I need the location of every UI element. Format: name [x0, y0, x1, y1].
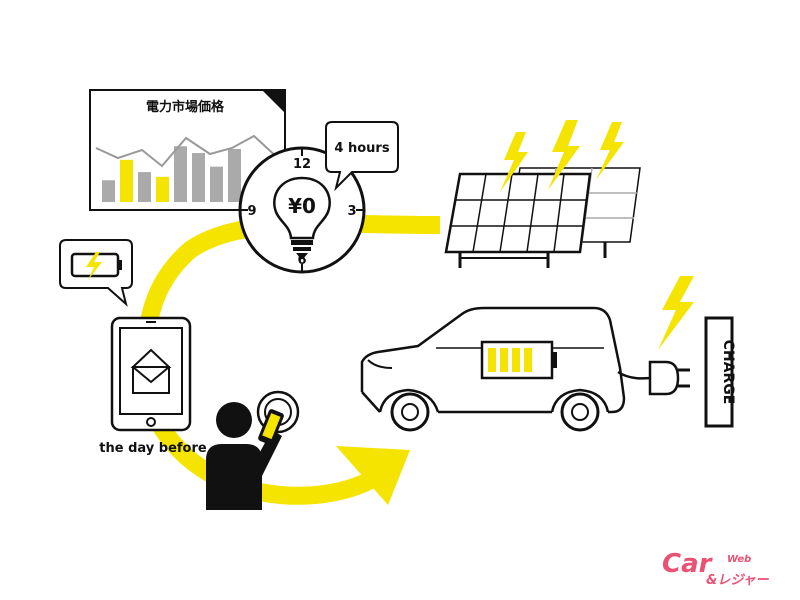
watermark-tag: Web — [727, 554, 751, 565]
car-battery-icon — [480, 340, 557, 380]
clock-numeral-12: 12 — [293, 157, 311, 172]
market-price-bar — [120, 159, 133, 202]
battery-cell — [536, 348, 544, 372]
watermark-text-bottom: &レジャー — [706, 573, 770, 588]
battery-cell — [512, 348, 520, 372]
flow-arrow-head — [336, 446, 410, 505]
market-price-bar — [102, 180, 115, 202]
car-icon — [360, 306, 626, 432]
phone-caption: the day before — [99, 441, 207, 456]
solar-panel-icon — [444, 167, 641, 268]
smartphone-icon — [110, 316, 192, 432]
battery-cell — [488, 348, 496, 372]
lightbulb-icon — [273, 176, 331, 258]
market-price-bar — [228, 148, 241, 202]
market-price-bar — [192, 153, 205, 202]
market-price-title: 電力市場価格 — [146, 99, 225, 115]
charge-lightning-icon — [658, 276, 694, 350]
plug-icon — [617, 360, 690, 396]
market-price-bar — [210, 166, 223, 202]
charge-sign: CHARGE — [704, 316, 736, 428]
market-price-bars — [102, 146, 241, 202]
car-battery-cells — [488, 348, 544, 372]
battery-bubble — [59, 239, 133, 307]
battery-cell — [524, 348, 532, 372]
clock-numeral-3: 3 — [347, 204, 356, 219]
time-bubble-text: 4 hours — [334, 141, 389, 156]
panel-corner-fold — [262, 90, 285, 113]
clock-numeral-6: 6 — [297, 253, 306, 268]
lightning-bolt-icon — [500, 120, 624, 192]
market-price-bar — [138, 172, 151, 202]
battery-icon — [70, 252, 122, 280]
person-icon — [206, 390, 300, 510]
market-price-bar — [174, 146, 187, 202]
handheld-phone-icon — [256, 390, 300, 445]
market-price-line — [95, 134, 281, 168]
charge-label: CHARGE — [720, 340, 736, 405]
watermark-text-top: Car — [662, 549, 714, 579]
time-bubble: 4 hours — [325, 121, 399, 192]
car-wheel-rear — [560, 392, 600, 432]
clock: 12 3 6 9 ¥0 — [238, 146, 366, 274]
watermark-logo: Car Web &レジャー — [662, 549, 770, 588]
car-wheel-front — [390, 392, 430, 432]
clock-numeral-9: 9 — [247, 204, 256, 219]
envelope-icon — [130, 348, 172, 394]
battery-cell — [500, 348, 508, 372]
solar-panel-front — [444, 172, 592, 268]
market-price-bar — [156, 176, 169, 202]
clock-price-text: ¥0 — [288, 194, 316, 218]
